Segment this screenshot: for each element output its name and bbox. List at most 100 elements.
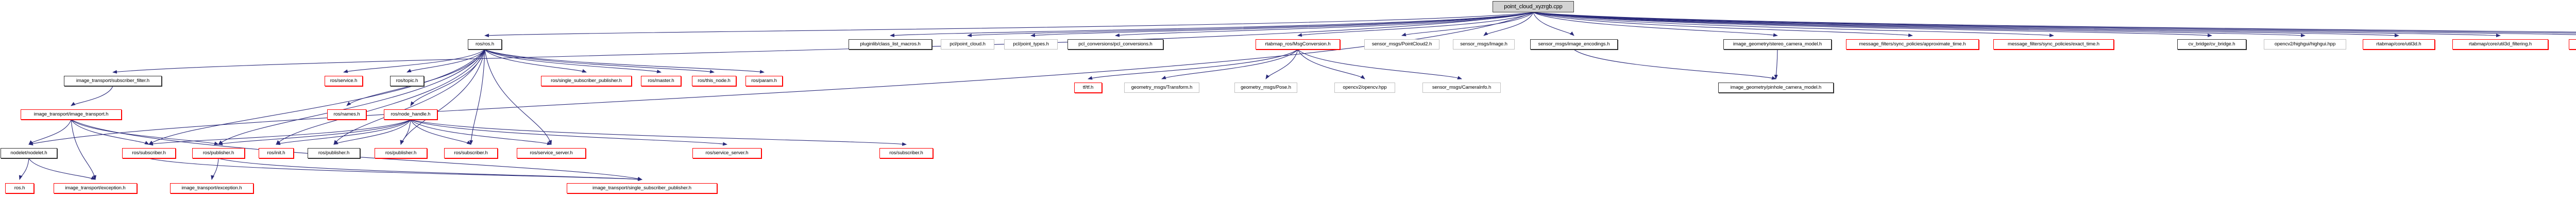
graph-node-image-transport-exception-h[interactable]: image_transport/exception.h [54, 183, 137, 193]
graph-edge [410, 119, 552, 145]
graph-edge [211, 158, 219, 180]
graph-node-ros-ros-h[interactable]: ros/ros.h [468, 39, 502, 50]
graph-edge [469, 49, 485, 145]
graph-node-image-transport-single-subscriber-publisher-h[interactable]: image_transport/single_subscriber_publis… [567, 183, 717, 193]
graph-edge [1533, 12, 2501, 38]
graph-node-ros-subscriber-h[interactable]: ros/subscriber.h [879, 148, 933, 158]
graph-node-nodelet-nodelet-h[interactable]: nodelet/nodelet.h [1, 148, 57, 158]
graph-node-ros-master-h[interactable]: ros/master.h [641, 76, 681, 86]
graph-edge [28, 158, 96, 180]
graph-node-ros-names-h[interactable]: ros/names.h [327, 109, 366, 120]
graph-node-rtabmap-core-util3d-filtering-h[interactable]: rtabmap/core/util3d_filtering.h [2452, 39, 2548, 50]
graph-node-image-transport-image-transport-h[interactable]: image_transport/image_transport.h [21, 109, 122, 120]
graph-node-ros-publisher-h[interactable]: ros/publisher.h [192, 148, 245, 158]
graph-node-ros-param-h[interactable]: ros/param.h [745, 76, 783, 86]
graph-node-pluginlib-class-list-macros-h[interactable]: pluginlib/class_list_macros.h [849, 39, 932, 50]
graph-edge [400, 49, 485, 145]
graph-node-tf-tf-h[interactable]: tf/tf.h [1074, 83, 1102, 93]
graph-node-ros-subscriber-h[interactable]: ros/subscriber.h [122, 148, 176, 158]
graph-node-ros-h[interactable]: ros.h [5, 183, 34, 193]
graph-edge [410, 119, 907, 146]
graph-node-sensor-msgs-camerainfo-h[interactable]: sensor_msgs/CameraInfo.h [1422, 83, 1501, 93]
graph-node-ros-subscriber-h[interactable]: ros/subscriber.h [444, 148, 498, 158]
graph-node-rtabmap-core-util3d-h[interactable]: rtabmap/core/util3d.h [2363, 39, 2435, 50]
graph-edge [1573, 49, 1776, 80]
graph-node-ros-single-subscriber-publisher-h[interactable]: ros/single_subscriber_publisher.h [541, 76, 632, 86]
graph-node-rtabmap-core-features2d-h[interactable]: rtabmap/core/Features2d.h [2569, 39, 2576, 50]
graph-edge [218, 158, 642, 181]
graph-edge [410, 119, 471, 145]
graph-edge [148, 158, 642, 181]
graph-edge [1401, 12, 1534, 37]
graph-edge [1533, 12, 2306, 38]
graph-node-ros-service-server-h[interactable]: ros/service_server.h [692, 148, 761, 158]
graph-edge [1533, 12, 2576, 35]
graph-node-ros-publisher-h[interactable]: ros/publisher.h [375, 148, 427, 158]
graph-edge [1088, 49, 1298, 80]
graph-edge [333, 119, 411, 145]
graph-node-geometry-msgs-pose-h[interactable]: geometry_msgs/Pose.h [1234, 83, 1297, 93]
graph-edge [406, 49, 485, 73]
graph-node-rtabmap-ros-msgconversion-h[interactable]: rtabmap_ros/MsgConversion.h [1256, 39, 1340, 50]
graph-edge [1533, 12, 2399, 38]
graph-node-ros-service-server-h[interactable]: ros/service_server.h [517, 148, 586, 158]
graph-node-ros-publisher-h[interactable]: ros/publisher.h [308, 148, 360, 158]
graph-node-pcl-point-cloud-h[interactable]: pcl/point_cloud.h [941, 39, 994, 50]
graph-node-pcl-conversions-pcl-conversions-h[interactable]: pcl_conversions/pcl_conversions.h [1067, 39, 1163, 50]
graph-edge [1115, 12, 1534, 37]
graph-edge [1297, 49, 1462, 79]
graph-node-image-transport-exception-h[interactable]: image_transport/exception.h [170, 183, 253, 193]
graph-edge [484, 49, 587, 73]
graph-node-cv-bridge-cv-bridge-h[interactable]: cv_bridge/cv_bridge.h [2177, 39, 2246, 50]
graph-edge [1533, 12, 2054, 37]
graph-edge [1483, 12, 1534, 36]
graph-node-ros-init-h[interactable]: ros/init.h [259, 148, 294, 158]
graph-edge [1297, 49, 1365, 79]
graph-edge [276, 119, 411, 145]
graph-edge [484, 49, 715, 74]
graph-node-point-cloud-xyzrgb-cpp[interactable]: point_cloud_xyzrgb.cpp [1493, 1, 1574, 12]
graph-node-ros-topic-h[interactable]: ros/topic.h [390, 76, 424, 86]
graph-edge [218, 119, 411, 145]
graph-node-sensor-msgs-pointcloud2-h[interactable]: sensor_msgs/PointCloud2.h [1364, 39, 1439, 50]
graph-edge [484, 12, 1534, 38]
graph-node-message-filters-sync-policies-approximate-time-h[interactable]: message_filters/sync_policies/approximat… [1846, 39, 1979, 50]
graph-edge [890, 12, 1534, 38]
graph-edge [967, 12, 1534, 37]
graph-node-ros-node-handle-h[interactable]: ros/node_handle.h [384, 109, 437, 120]
graph-edge [28, 119, 72, 145]
graph-edge [71, 119, 219, 145]
graph-node-message-filters-sync-policies-exact-time-h[interactable]: message_filters/sync_policies/exact_time… [1993, 39, 2114, 50]
graph-node-sensor-msgs-image-h[interactable]: sensor_msgs/Image.h [1453, 39, 1515, 50]
graph-node-ros-service-h[interactable]: ros/service.h [325, 76, 363, 86]
graph-edge [1533, 12, 1574, 36]
graph-edge [71, 119, 96, 180]
graph-edge [148, 49, 485, 145]
graph-edge [148, 119, 411, 146]
graph-edge [333, 49, 485, 145]
graph-edge [1533, 12, 2576, 32]
graph-node-opencv2-opencv-hpp[interactable]: opencv2/opencv.hpp [1334, 83, 1395, 93]
graph-node-geometry-msgs-transform-h[interactable]: geometry_msgs/Transform.h [1124, 83, 1199, 93]
graph-node-ros-this-node-h[interactable]: ros/this_node.h [692, 76, 736, 86]
graph-edge [1297, 12, 1534, 37]
graph-edge [1161, 49, 1298, 79]
edge-group [19, 12, 2576, 181]
graph-edge [1533, 12, 1778, 37]
graph-edge [410, 119, 727, 146]
graph-node-image-geometry-stereo-camera-model-h[interactable]: image_geometry/stereo_camera_model.h [1723, 39, 1832, 50]
graph-edge [1774, 49, 1778, 79]
graph-node-image-transport-subscriber-filter-h[interactable]: image_transport/subscriber_filter.h [64, 76, 162, 86]
graph-node-image-geometry-pinhole-camera-model-h[interactable]: image_geometry/pinhole_camera_model.h [1718, 83, 1834, 93]
graph-node-opencv2-highgui-highgui-hpp[interactable]: opencv2/highgui/highgui.hpp [2264, 39, 2346, 50]
graph-edge [1030, 12, 1534, 37]
graph-node-pcl-point-types-h[interactable]: pcl/point_types.h [1004, 39, 1058, 50]
graph-edge [484, 49, 662, 73]
graph-edge [400, 119, 411, 145]
graph-edge [1533, 12, 1913, 37]
graph-edge [1533, 12, 2576, 34]
graph-edge [112, 12, 1534, 74]
graph-node-sensor-msgs-image-encodings-h[interactable]: sensor_msgs/image_encodings.h [1530, 39, 1618, 50]
